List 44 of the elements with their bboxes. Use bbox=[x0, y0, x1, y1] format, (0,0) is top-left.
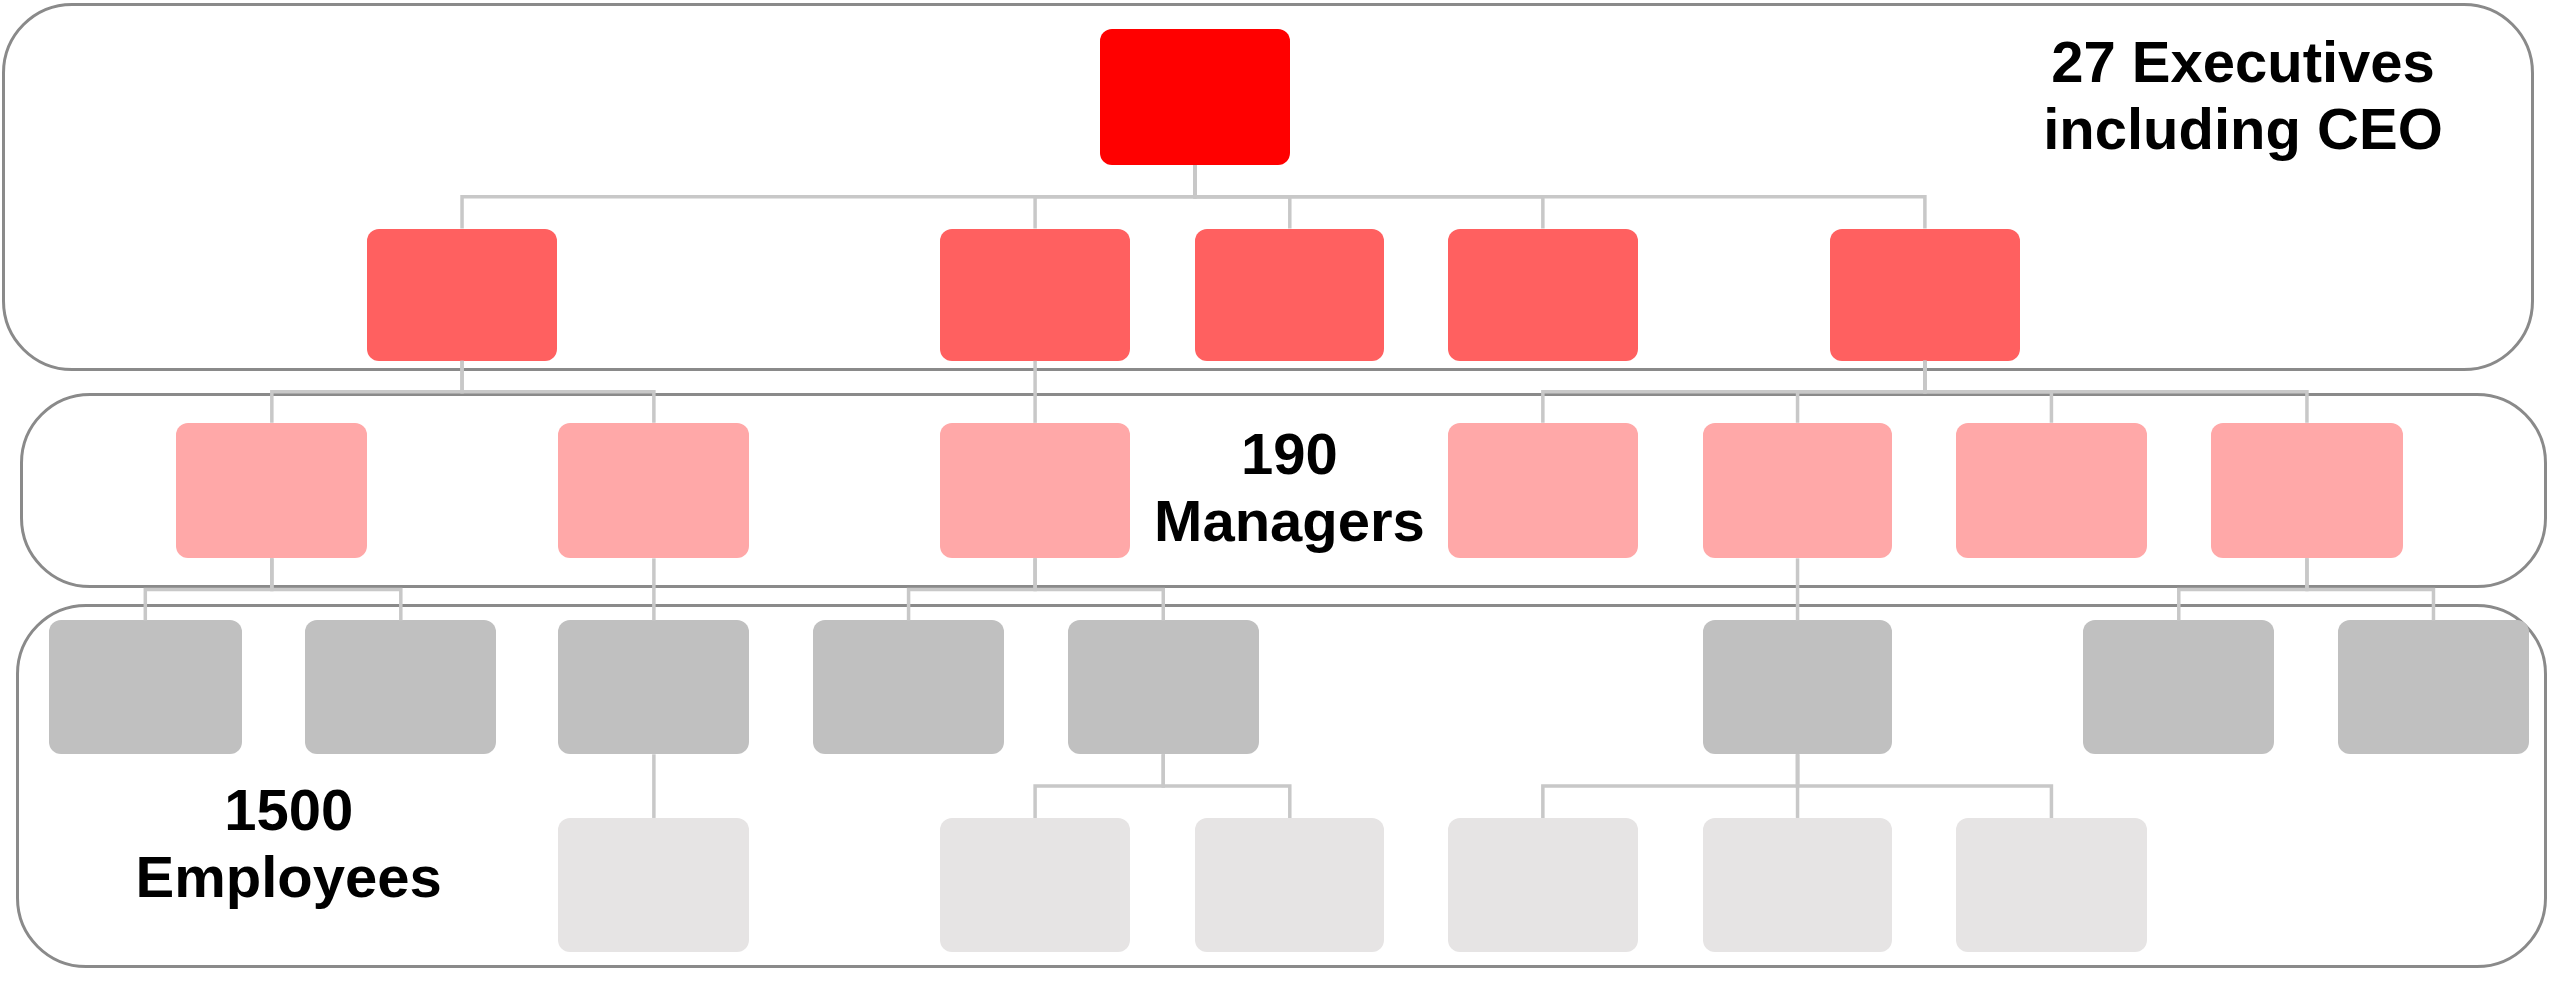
connector-line bbox=[460, 360, 656, 423]
org-chart-box bbox=[2210, 422, 2404, 559]
connector-line bbox=[1795, 558, 1800, 621]
org-chart-box bbox=[1702, 620, 1893, 755]
org-chart-box bbox=[1702, 422, 1893, 559]
org-chart-box bbox=[940, 817, 1130, 952]
connector-line bbox=[1033, 558, 1165, 621]
org-chart-box bbox=[2083, 620, 2275, 755]
org-chart-box bbox=[1100, 29, 1290, 165]
org-chart-box bbox=[558, 817, 750, 952]
level-band bbox=[16, 604, 2547, 969]
level-label: 190 Managers bbox=[1153, 420, 1426, 555]
connector-line bbox=[652, 558, 656, 621]
org-chart-box bbox=[1448, 228, 1638, 361]
org-chart-box bbox=[940, 228, 1130, 361]
org-chart-box bbox=[940, 422, 1130, 559]
org-chart-box bbox=[813, 620, 1005, 755]
org-chart-box bbox=[367, 228, 557, 361]
org-chart-box bbox=[305, 620, 497, 755]
connector-line bbox=[270, 558, 403, 621]
org-chart-box bbox=[1448, 422, 1638, 559]
org-chart-box bbox=[1195, 228, 1385, 361]
org-chart-box bbox=[1955, 817, 2147, 952]
connector-line bbox=[2305, 558, 2436, 621]
level-label: 1500 Employees bbox=[134, 776, 443, 911]
org-chart-box bbox=[1702, 817, 1893, 952]
connector-line bbox=[1161, 754, 1292, 818]
org-chart-box bbox=[1955, 422, 2147, 559]
level-label: 27 Executives including CEO bbox=[2042, 29, 2444, 163]
connector-line bbox=[1923, 360, 2309, 423]
org-chart-box bbox=[558, 620, 750, 755]
org-chart-box bbox=[1448, 817, 1638, 952]
org-chart-box bbox=[48, 620, 242, 755]
level-band bbox=[1, 3, 2534, 371]
org-chart-box bbox=[1067, 620, 1259, 755]
org-chart-box bbox=[176, 422, 368, 559]
org-chart-box bbox=[2337, 620, 2529, 755]
level-band bbox=[19, 393, 2547, 588]
connector-line bbox=[1033, 360, 1037, 423]
org-chart-box bbox=[1195, 817, 1385, 952]
connector-line bbox=[1795, 754, 2054, 818]
org-chart-box bbox=[558, 422, 750, 559]
org-chart-box bbox=[1830, 228, 2020, 361]
connector-line bbox=[652, 754, 656, 818]
